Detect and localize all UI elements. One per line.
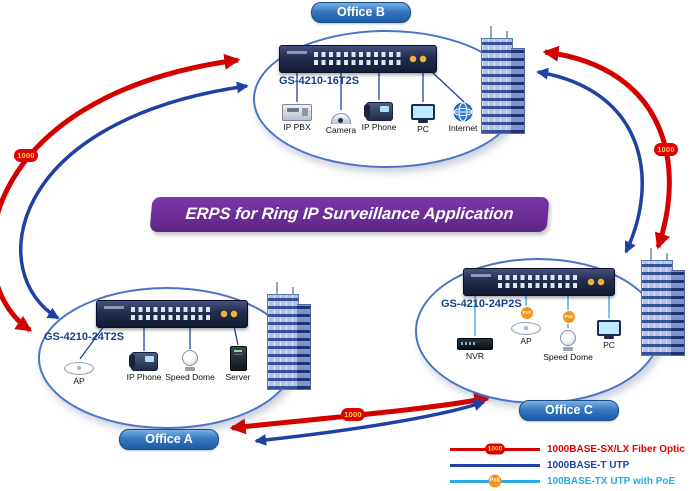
device-pc: PC [586,320,632,350]
office-a-label: Office A [119,429,219,450]
device-label: Server [225,372,251,382]
building-tower [641,260,673,356]
pc-icon [597,320,621,339]
device-label: AP [520,336,532,346]
switch-brand-plate [287,51,307,54]
device-label: NVR [466,351,484,361]
antenna-icon [650,248,652,262]
ip-phone-icon [128,352,158,371]
switch-ports-row [498,275,580,280]
device-label: IP PBX [283,122,311,132]
device-ip-phone: IP Phone [121,352,167,382]
access-point-icon [511,322,541,335]
utp-link-b-c [536,67,644,254]
switch-ports-row [314,60,402,65]
legend-item-utp: 1000BASE-T UTP [450,457,698,473]
legend-label-fiber: 1000BASE-SX/LX Fiber Optic [547,443,685,455]
device-label: IP Phone [126,372,162,382]
utp-drop-ap [79,325,105,360]
device-pc: PC [400,104,446,134]
device-ip-phone: IP Phone [356,102,402,132]
device-label: Camera [325,125,357,135]
poe-badge: PoE [520,306,534,320]
office-b-cabling [296,70,465,110]
device-label: AP [73,376,85,386]
device-label: PC [417,124,429,134]
device-speed-dome: Speed Dome [164,350,216,382]
device-label: Speed Dome [165,372,215,382]
device-internet: Internet [440,102,486,133]
fiber-link-b-c [542,45,672,250]
switch-sfp-ports [586,276,606,288]
switch-ports-row [314,52,402,57]
device-ap: AP [56,362,102,386]
antenna-icon [490,26,492,40]
access-point-icon [64,362,94,375]
poe-badge: PoE [488,474,502,488]
poe-badge: PoE [562,310,576,324]
building-tower-side [511,48,525,134]
switch-ports-row [498,283,580,288]
office-c-switch-model: GS-4210-24P2S [441,298,522,310]
building-tower-side [297,304,311,390]
device-speed-dome: Speed Dome [542,330,594,362]
utp-line-swatch [450,463,540,467]
device-nvr: NVR [452,338,498,361]
legend: 1000 1000BASE-SX/LX Fiber Optic 1000BASE… [450,441,698,489]
camera-icon [330,112,352,124]
office-c-switch [463,268,615,296]
speed-dome-camera-icon [559,330,577,351]
office-c-label: Office C [519,400,619,421]
device-label: Internet [448,123,478,133]
utp-link-a-c [254,399,486,446]
device-ap: AP [503,322,549,346]
office-b-switch-model: GS-4210-16T2S [279,75,360,87]
antenna-icon [276,282,278,296]
legend-label-utp: 1000BASE-T UTP [547,459,630,471]
switch-brand-plate [471,274,491,277]
office-c-building [636,248,690,356]
fiber-line-swatch: 1000 [450,443,540,455]
nvr-icon [457,338,493,350]
title-banner: ERPS for Ring IP Surveillance Applicatio… [149,197,550,232]
internet-globe-icon [453,102,473,122]
legend-label-poe: 100BASE-TX UTP with PoE [547,475,676,487]
device-camera: Camera [318,112,364,135]
antenna-icon [666,253,668,262]
server-icon [229,346,247,371]
antenna-icon [506,31,508,40]
device-ip-pbx: IP PBX [274,104,320,132]
device-label: IP Phone [361,122,397,132]
building-tower-side [671,270,685,356]
pc-icon [411,104,435,123]
office-b-label: Office B [311,2,411,23]
office-a-switch-model: GS-4210-24T2S [44,331,125,343]
device-server: Server [215,346,261,382]
antenna-icon [292,287,294,296]
device-label: PC [603,340,615,350]
legend-item-fiber: 1000 1000BASE-SX/LX Fiber Optic [450,441,698,457]
device-label: Speed Dome [543,352,593,362]
fiber-speed-badge: 1000 [485,443,505,455]
building-tower [481,38,513,134]
ip-phone-icon [363,102,393,121]
speed-dome-camera-icon [181,350,199,371]
legend-item-poe: PoE 100BASE-TX UTP with PoE [450,473,698,489]
switch-sfp-ports [408,53,428,65]
utp-drop-internet [430,70,465,103]
office-a-building [262,282,316,390]
building-tower [267,294,299,390]
office-b-switch [279,45,437,73]
office-b-building [476,26,530,134]
poe-line-swatch: PoE [450,474,540,488]
ip-pbx-icon [282,104,312,121]
utp-link-b-a [19,81,249,320]
